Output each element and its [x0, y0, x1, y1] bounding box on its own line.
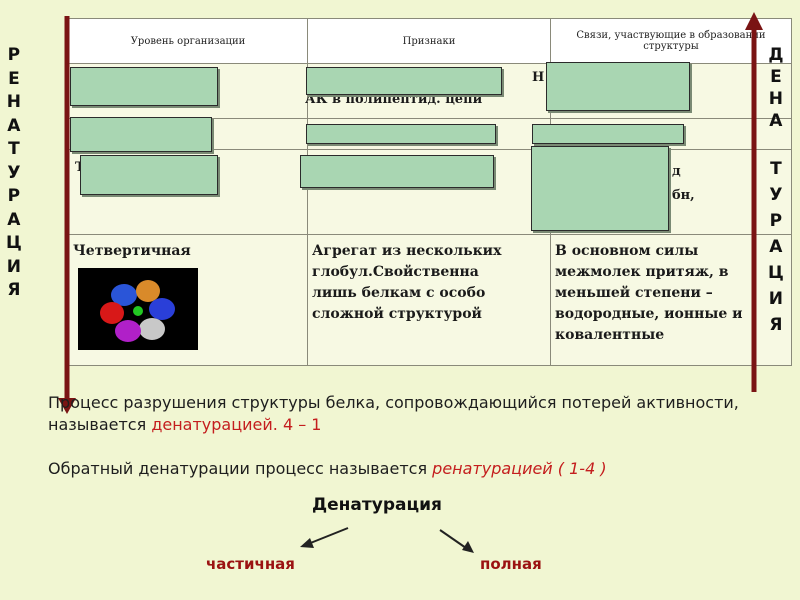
partial-denaturation-label: частичная — [206, 555, 295, 573]
row3-bonds-fragment: д бн, — [672, 164, 695, 203]
hidden-answer-box[interactable] — [532, 124, 684, 144]
hidden-answer-box[interactable] — [306, 124, 496, 144]
denaturation-vertical-label: Д Е Н А Т У Р А Ц И Я — [768, 45, 784, 335]
left-arrow-head — [58, 398, 76, 414]
row1-features-fragment: АК в полипептид. цепи — [305, 92, 483, 107]
table-row-quaternary: Четвертичная Агрегат из нескольких глобу… — [68, 234, 792, 366]
quaternary-bonds: В основном силы межмолек притяж, в меньш… — [555, 243, 743, 343]
quaternary-protein-image — [78, 268, 198, 350]
quaternary-level-label: Четвертичная — [73, 243, 191, 259]
row3-level-fragment: Т — [75, 160, 85, 175]
hidden-answer-box[interactable] — [531, 146, 669, 231]
hidden-answer-box[interactable] — [80, 155, 218, 195]
hidden-answer-box[interactable] — [70, 117, 212, 152]
denaturation-heading: Денатурация — [312, 495, 442, 515]
row1-bonds-fragment: Н — [532, 70, 545, 85]
right-arrow-head — [745, 12, 763, 30]
hidden-answer-box[interactable] — [300, 155, 494, 188]
arrow-to-full — [439, 529, 467, 549]
renaturation-vertical-label: Р Е Н А Т У Р А Ц И Я — [6, 45, 22, 300]
renaturation-definition: Обратный денатурации процесс называется … — [48, 459, 607, 478]
hidden-answer-box[interactable] — [546, 62, 690, 111]
full-denaturation-label: полная — [480, 555, 542, 573]
denaturation-definition: Процесс разрушения структуры белка, сопр… — [48, 393, 739, 434]
arrow-to-partial — [307, 527, 349, 545]
hidden-answer-box[interactable] — [70, 67, 218, 106]
quaternary-features: Агрегат из нескольких глобул.Свойственна… — [312, 243, 502, 322]
header-level: Уровень организации — [68, 18, 308, 64]
hidden-answer-box[interactable] — [306, 67, 502, 95]
header-features: Признаки — [307, 18, 551, 64]
